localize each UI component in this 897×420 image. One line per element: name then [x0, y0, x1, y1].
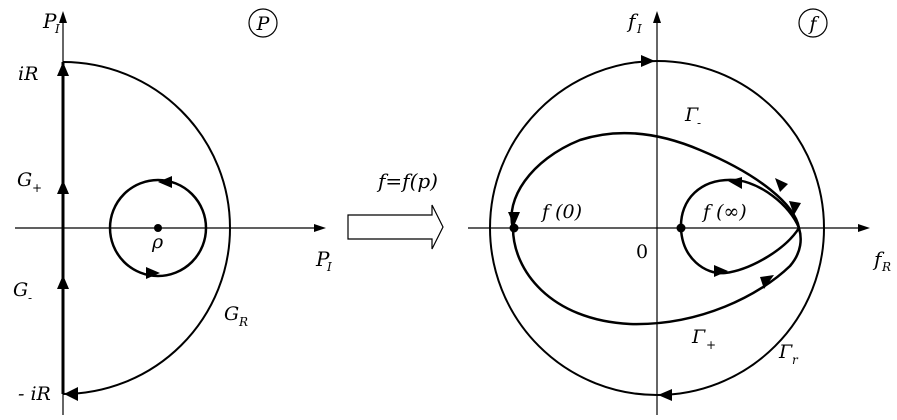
gamma-minus-arrow-right: [775, 178, 788, 192]
left-x-axis-subscript: I: [326, 260, 332, 274]
rho-circle-arrow-top: [158, 176, 172, 188]
rho-circle-arrow-bottom: [146, 267, 160, 279]
right-plane: f I f R f 0 f (0) f (∞) Γ - Γ + Γ r: [468, 8, 891, 415]
left-y-axis-subscript: I: [54, 22, 60, 36]
mapping: f=f(p): [347, 169, 444, 250]
left-y-axis-label: P: [42, 9, 57, 33]
gamma-r-contour: [489, 60, 825, 396]
gamma-r-subscript: r: [792, 353, 799, 367]
g-plus-subscript: +: [32, 181, 42, 195]
ir-label: iR: [18, 63, 38, 85]
rho-label: ρ: [151, 231, 164, 253]
p-badge-circle: [248, 8, 278, 38]
gamma-minus-subscript: -: [697, 116, 701, 130]
left-y-axis-arrow: [59, 11, 67, 23]
g-r-arrow: [64, 387, 78, 401]
f-inf-label: f (∞): [701, 201, 747, 223]
g-minus-label: G: [13, 279, 28, 301]
gamma-plus-arrow: [760, 275, 774, 289]
g-minus-arrow: [57, 275, 69, 289]
g-plus-arrow: [57, 180, 69, 194]
right-x-axis-subscript: R: [881, 260, 891, 274]
f-inf-loop-arrow-top: [728, 177, 742, 189]
g-plus-arrow-upper: [57, 62, 69, 76]
gamma-minus-label: Γ: [684, 104, 699, 126]
f-zero-label: f (0): [540, 201, 582, 223]
origin-label: 0: [636, 241, 648, 263]
mapping-label: f=f(p): [376, 169, 438, 193]
right-y-axis-arrow: [653, 11, 661, 23]
g-r-label: G: [224, 303, 239, 325]
gamma-plus-label: Γ: [691, 326, 706, 348]
g-r-subscript: R: [238, 315, 248, 329]
gamma-r-arrow-bottom: [658, 389, 672, 401]
g-r-contour: [62, 61, 231, 395]
g-plus-label: G: [17, 169, 32, 191]
f-zero-point: [509, 223, 519, 233]
f-inf-loop-arrow-bottom: [714, 265, 728, 277]
f-inf-right-arrow: [789, 201, 801, 215]
mapping-arrow: [347, 204, 444, 250]
gamma-minus-arrow: [508, 212, 520, 226]
f-badge-label: f: [807, 13, 819, 35]
gamma-plus-subscript: +: [706, 338, 716, 352]
minus-ir-label: - iR: [18, 383, 51, 405]
rho-point: [154, 224, 162, 232]
gamma-r-arrow-top: [641, 55, 655, 67]
g-minus-subscript: -: [28, 291, 32, 305]
f-badge-circle: [798, 8, 828, 38]
gamma-minus-contour: [510, 131, 801, 229]
left-x-axis-label: P: [315, 247, 330, 271]
gamma-plus-contour: [511, 227, 802, 326]
f-inf-point: [676, 223, 686, 233]
f-inf-loop: [679, 178, 801, 275]
left-x-axis-arrow: [314, 224, 326, 232]
right-x-axis-arrow: [858, 224, 870, 232]
right-y-axis-subscript: I: [636, 22, 642, 36]
rho-circle: [108, 178, 208, 278]
left-plane: P I P I P iR - iR G + G - G R ρ: [13, 8, 332, 415]
gamma-r-label: Γ: [778, 341, 793, 363]
p-badge-label: P: [256, 13, 271, 35]
